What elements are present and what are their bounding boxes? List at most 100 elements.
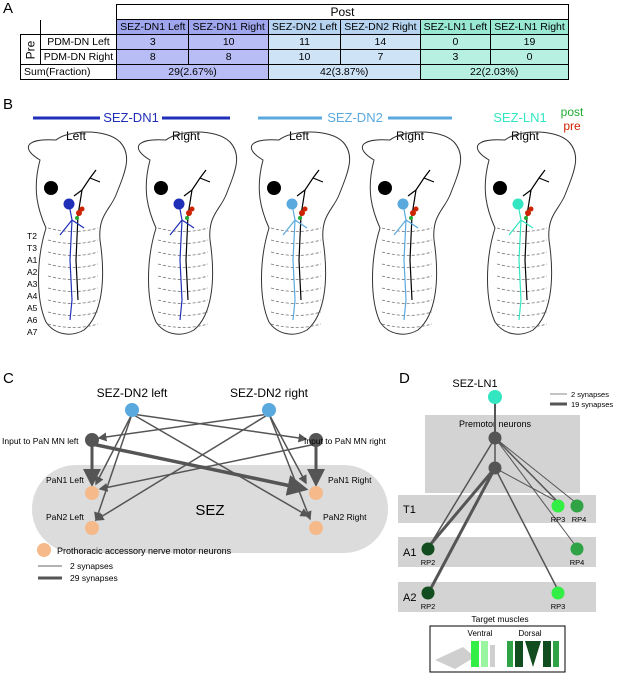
muscle-diagram [435, 641, 559, 669]
column-header: SEZ-DN1 Right [188, 19, 269, 35]
segment-boundary [496, 287, 548, 292]
edge [494, 467, 559, 503]
cns-outline [28, 131, 128, 335]
pre-marker [302, 206, 308, 212]
table-cell: 7 [340, 49, 421, 65]
segment-label: A2 [27, 267, 38, 277]
node-rp3-a2 [551, 586, 565, 600]
rp-label: RP4 [572, 515, 587, 524]
cns-shape [138, 131, 238, 335]
node-input-right [309, 433, 323, 447]
legend-thin-label: 2 synapses [70, 561, 113, 571]
node-rp4-t1 [570, 499, 584, 513]
edge [494, 437, 576, 503]
cns-outline [477, 131, 577, 335]
panel-c-circuit: SEZ SEZ-DN2 left SEZ-DN2 right Input to … [2, 386, 388, 583]
cns-shape [251, 131, 351, 335]
rp-label: RP4 [570, 558, 585, 567]
table-cell: 19 [490, 34, 569, 50]
segment-label-a1: A1 [403, 547, 416, 559]
table-cell: 14 [340, 34, 421, 50]
black-dot-icon [378, 181, 392, 195]
segment-boundary [496, 239, 548, 244]
segment-label: A1 [27, 255, 38, 265]
segment-boundary [47, 275, 99, 280]
black-dot-icon [493, 181, 507, 195]
node-ln1 [488, 390, 502, 404]
segment-boundary [381, 299, 433, 304]
pdm-dn-neuron [73, 169, 101, 301]
segment-boundary [496, 299, 548, 304]
edge [98, 443, 317, 492]
segment-boundary [270, 287, 322, 292]
cns-shape [477, 131, 577, 335]
segment-boundary [157, 287, 209, 292]
sez-neuron [59, 203, 85, 321]
panel-label-c: C [3, 370, 14, 387]
legend-mn-dot [37, 543, 51, 557]
pre-marker [189, 206, 195, 212]
segment-boundary [270, 239, 322, 244]
edge-thick [91, 442, 309, 496]
panel-label-a: A [3, 0, 14, 17]
segment-box-t1 [398, 495, 596, 523]
sum-label: Sum(Fraction) [19, 64, 118, 80]
segment-boundary [270, 251, 322, 256]
segment-boundary [157, 239, 209, 244]
pre-label: Pre [23, 40, 38, 59]
legend-pre: pre [563, 119, 581, 133]
label-pan1-left: PaN1 Left [46, 475, 84, 485]
edge [494, 437, 576, 546]
segment-boundary [496, 311, 548, 316]
pdm-dn-neuron [296, 169, 324, 301]
segment-boundary [381, 287, 433, 292]
node-pan2-right [309, 521, 323, 535]
segment-label: A7 [27, 327, 38, 337]
table-cell: 10 [188, 34, 269, 50]
segment-boundary [270, 263, 322, 268]
label-dn2-right: SEZ-DN2 right [230, 386, 309, 400]
edge [429, 437, 496, 546]
group-label-ln1: SEZ-LN1 [493, 110, 546, 125]
side-label: Right [511, 129, 540, 143]
segment-label: A5 [27, 303, 38, 313]
node-rp3-t1 [551, 499, 565, 513]
rp-label: RP3 [551, 515, 566, 524]
segment-boundary [157, 227, 209, 232]
cns-shape [362, 131, 462, 335]
ln1-label: SEZ-LN1 [452, 378, 497, 390]
segment-boundary [157, 263, 209, 268]
node-rp2-a1 [421, 542, 435, 556]
sum-cell: 22(2.03%) [419, 64, 569, 80]
rp-label: RP2 [421, 602, 436, 611]
pre-marker [413, 206, 419, 212]
pre-marker [410, 210, 416, 216]
rp-label: RP3 [551, 602, 566, 611]
cns-outline [138, 131, 238, 335]
cns-shape [28, 131, 128, 335]
sez-neuron [282, 203, 308, 321]
target-muscles-label: Target muscles [471, 614, 528, 624]
post-marker [524, 216, 528, 220]
node-dn2-right [262, 403, 276, 417]
side-label: Right [396, 129, 425, 143]
segment-label-t1: T1 [403, 504, 416, 516]
edge [97, 413, 270, 442]
sum-cell: 42(3.87%) [267, 64, 421, 80]
segment-boundary [47, 311, 99, 316]
rp-label: RP2 [421, 558, 436, 567]
column-header: SEZ-DN2 Right [340, 19, 421, 35]
post-header: Post [116, 4, 569, 20]
segment-boundary [496, 323, 548, 328]
segment-boundary [381, 323, 433, 328]
segment-boundary [157, 251, 209, 256]
table-cell: 10 [267, 49, 342, 65]
post-marker [409, 216, 413, 220]
segment-boundary [381, 263, 433, 268]
segment-boundary [157, 275, 209, 280]
edge [94, 413, 133, 522]
node-dn2-left [125, 403, 139, 417]
black-dot-icon [44, 181, 58, 195]
table-cell: 11 [267, 34, 342, 50]
segment-boundary [270, 275, 322, 280]
